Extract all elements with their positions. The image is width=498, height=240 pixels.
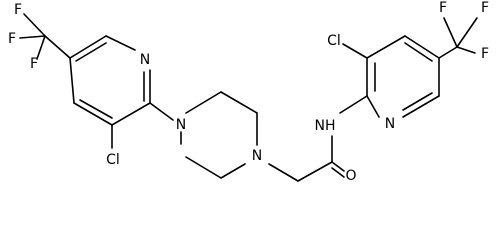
atom-label-n-piperazine-left: N xyxy=(176,117,186,133)
bond-right-pyridine-6 xyxy=(366,95,380,118)
atom-label-f-right-low: F xyxy=(481,46,489,62)
chemical-structure-diagram: F F F N Cl N N O NH Cl N F F F xyxy=(8,0,489,184)
bond-piperazine-4 xyxy=(220,163,246,179)
bond-piperazine-2 xyxy=(220,91,258,114)
bond-cf3-f-top xyxy=(23,13,46,37)
atom-labels: F F F N Cl N N O NH Cl N F F F xyxy=(8,0,489,184)
bond-right-pyridine-3 xyxy=(404,35,440,59)
atom-label-f-right-top-left: F xyxy=(439,0,447,16)
atom-label-n-left-pyridine: N xyxy=(140,52,150,68)
bond-ch2-carbonyl xyxy=(297,161,333,182)
atom-label-f-left-top: F xyxy=(14,2,22,18)
bond-lines xyxy=(19,13,478,182)
bond-piperazine-1 xyxy=(185,91,222,114)
atom-label-f-left-low: F xyxy=(30,56,38,72)
bond-right-pyridine-3-inner xyxy=(404,42,433,62)
bond-cf3-right-f2 xyxy=(456,17,478,48)
bond-pyridine-piperazine xyxy=(149,102,174,121)
bond-piperazine-5 xyxy=(185,156,222,179)
bond-right-pyridine-2 xyxy=(366,35,406,59)
bond-cf3-f-mid xyxy=(19,35,46,39)
bond-ring-cf3-right xyxy=(438,46,458,59)
bond-left-pyridine-5 xyxy=(73,102,113,126)
bond-left-pyridine-2 xyxy=(105,35,136,51)
bond-cf3-right-f1 xyxy=(443,17,458,48)
bond-left-pyridine-6 xyxy=(69,57,75,104)
atom-label-nh: NH xyxy=(315,118,336,134)
bond-left-pyridine-4 xyxy=(111,102,151,126)
atom-label-f-right-top-right: F xyxy=(481,0,489,16)
bond-right-pyridine-5 xyxy=(402,95,440,118)
atom-label-o: O xyxy=(345,168,356,184)
bond-n-ch2 xyxy=(268,163,299,182)
bond-nh-right-ring xyxy=(339,95,368,114)
bond-left-pyridine-1 xyxy=(69,35,107,59)
bond-cf3-f-low xyxy=(36,35,46,60)
bond-right-pyridine-5-inner xyxy=(402,92,433,111)
atom-label-f-left-mid: F xyxy=(8,31,16,47)
atom-label-n-piperazine-right: N xyxy=(252,148,262,164)
atom-label-n-right-pyridine: N xyxy=(385,116,395,132)
bond-cf3-right-f3 xyxy=(456,46,476,54)
bond-carbonyl-o xyxy=(331,161,345,172)
atom-label-cl-right: Cl xyxy=(327,33,341,49)
bond-cf3-ring-left xyxy=(44,35,71,59)
atom-label-cl-left: Cl xyxy=(106,152,120,168)
bond-left-pyridine-1-inner xyxy=(75,42,107,62)
bond-carbonyl-o-double xyxy=(331,167,345,178)
bond-left-pyridine-5-inner xyxy=(79,99,113,119)
bond-right-cl xyxy=(342,43,368,59)
